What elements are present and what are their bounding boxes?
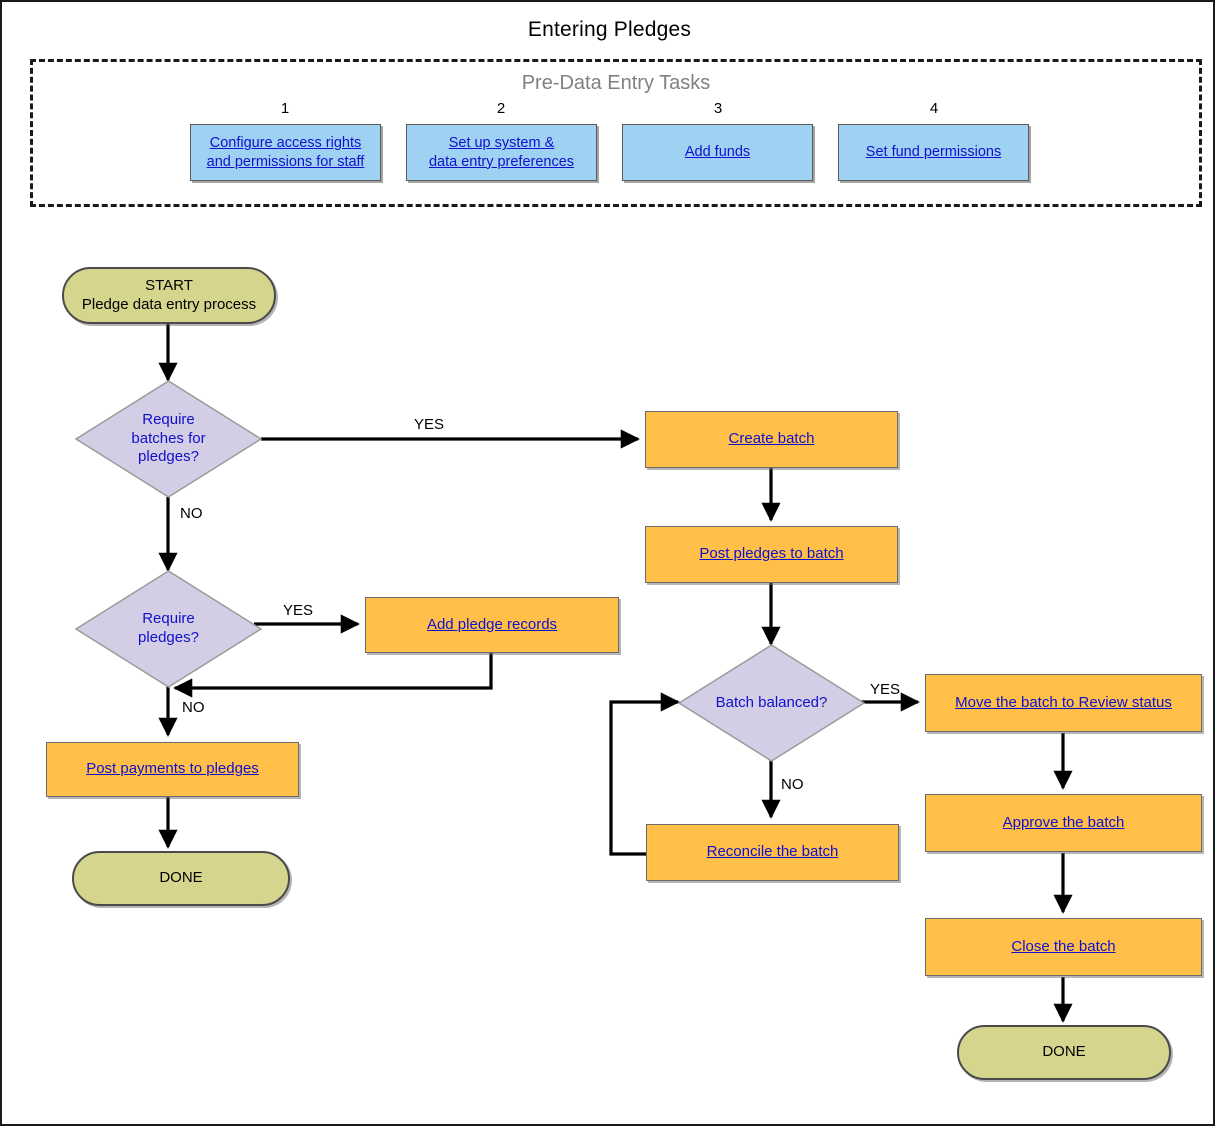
process-create-batch-label: Create batch xyxy=(728,430,815,448)
process-post-payments-to-pledges[interactable]: Post payments to pledges xyxy=(46,742,299,797)
step-number-2: 2 xyxy=(496,100,506,117)
terminator-done-left-label: DONE xyxy=(159,869,203,887)
terminator-done-right: DONE xyxy=(957,1025,1171,1080)
process-post-pledges-to-batch[interactable]: Post pledges to batch xyxy=(645,526,898,583)
step-number-3: 3 xyxy=(713,100,723,117)
decision-require-pledges-label: Require pledges? xyxy=(138,610,199,646)
process-add-pledge-records[interactable]: Add pledge records xyxy=(365,597,619,653)
terminator-done-left: DONE xyxy=(72,851,290,906)
decision-batch-balanced: Batch balanced? xyxy=(678,644,865,762)
process-close-the-batch-label: Close the batch xyxy=(1011,937,1116,955)
edge-label-yes-balanced: YES xyxy=(870,681,901,698)
process-post-payments-label: Post payments to pledges xyxy=(86,760,259,778)
process-post-pledges-to-batch-label: Post pledges to batch xyxy=(699,545,844,563)
terminator-done-right-label: DONE xyxy=(1042,1043,1086,1061)
decision-require-pledges: Require pledges? xyxy=(75,570,262,688)
process-move-batch-to-review-label: Move the batch to Review status xyxy=(955,693,1172,711)
diamond-shape xyxy=(75,380,262,498)
task-box-4-label: Set fund permissions xyxy=(865,144,1002,161)
pre-data-entry-group-title: Pre-Data Entry Tasks xyxy=(521,72,711,94)
edge-label-yes-pledges: YES xyxy=(283,602,314,619)
decision-require-batches-label: Require batches for pledges? xyxy=(131,410,206,466)
task-box-set-fund-permissions[interactable]: Set fund permissions xyxy=(838,124,1029,181)
process-reconcile-the-batch[interactable]: Reconcile the batch xyxy=(646,824,899,881)
process-approve-the-batch[interactable]: Approve the batch xyxy=(925,794,1202,852)
process-close-the-batch[interactable]: Close the batch xyxy=(925,918,1202,976)
task-box-2-label: Set up system &data entry preferences xyxy=(428,135,575,170)
decision-require-batches: Require batches for pledges? xyxy=(75,380,262,498)
edge-label-no-pledges: NO xyxy=(182,699,205,716)
step-number-1: 1 xyxy=(280,100,290,117)
task-box-3-label: Add funds xyxy=(684,144,751,161)
edge-label-no-balanced: NO xyxy=(781,776,804,793)
task-box-add-funds[interactable]: Add funds xyxy=(622,124,813,181)
process-create-batch[interactable]: Create batch xyxy=(645,411,898,468)
process-approve-the-batch-label: Approve the batch xyxy=(1002,813,1125,831)
process-reconcile-the-batch-label: Reconcile the batch xyxy=(706,843,839,861)
process-add-pledge-records-label: Add pledge records xyxy=(426,615,558,633)
step-number-4: 4 xyxy=(929,100,939,117)
pre-data-entry-group xyxy=(30,59,1202,207)
task-box-set-up-system[interactable]: Set up system &data entry preferences xyxy=(406,124,597,181)
edge-label-yes-batches: YES xyxy=(414,416,445,433)
decision-batch-balanced-label: Batch balanced? xyxy=(715,693,828,711)
edge-label-no-batches: NO xyxy=(180,505,203,522)
process-move-batch-to-review[interactable]: Move the batch to Review status xyxy=(925,674,1202,732)
diamond-shape xyxy=(75,570,262,688)
diamond-shape xyxy=(678,644,865,762)
page-title: Entering Pledges xyxy=(527,18,692,41)
